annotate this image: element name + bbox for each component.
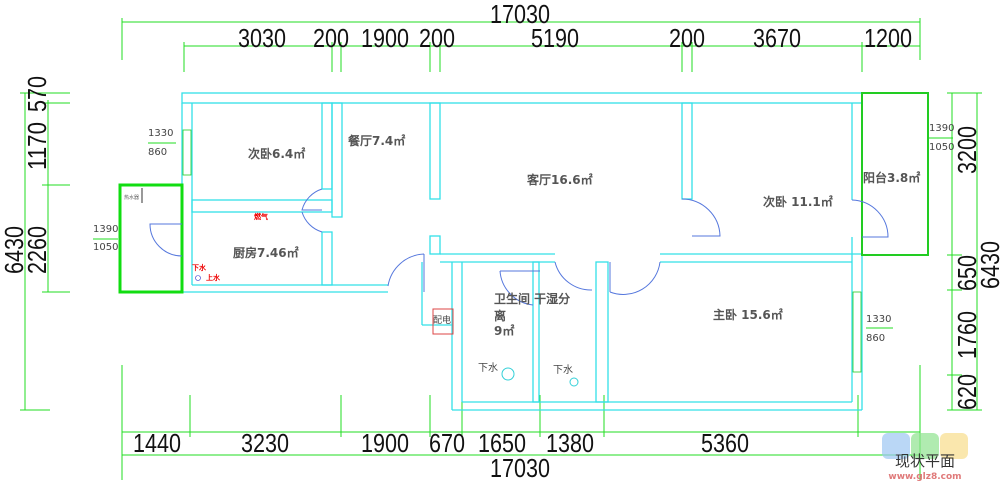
watermark-url: www.glz8.com xyxy=(888,472,961,482)
label: 1390 xyxy=(93,224,118,235)
room-bedroom-small: 次卧6.4㎡ xyxy=(248,146,305,161)
plan-element xyxy=(321,231,333,286)
dim-right: 1760 xyxy=(952,311,982,359)
dim-bottom-total: 17030 xyxy=(490,453,550,483)
label: 1390 xyxy=(929,123,954,134)
plan-element xyxy=(20,92,70,411)
dim-top: 200 xyxy=(313,23,349,53)
room-labels: 次卧6.4㎡ 餐厅7.4㎡ 客厅16.6㎡ 次卧 11.1㎡ 阳台3.8㎡ 厨房… xyxy=(233,133,920,338)
plan-element xyxy=(569,377,579,387)
dim-top-total: 17030 xyxy=(490,0,550,29)
dim-right: 650 xyxy=(952,255,982,291)
dim-right-total: 6430 xyxy=(975,241,1000,289)
plan-element xyxy=(331,102,343,218)
dim-bottom: 1650 xyxy=(478,428,526,458)
label: 1330 xyxy=(148,128,173,139)
dim-top: 3030 xyxy=(238,23,286,53)
dim-left-total: 6430 xyxy=(0,226,29,274)
dim-right: 3200 xyxy=(952,126,982,174)
plan-element xyxy=(554,261,593,291)
dim-left: 570 xyxy=(22,76,52,112)
plan-element xyxy=(429,235,441,255)
dim-top: 1200 xyxy=(864,23,912,53)
dim-bottom: 5360 xyxy=(701,428,749,458)
plan-element xyxy=(195,275,201,281)
label: 1050 xyxy=(93,242,118,253)
dim-top: 1900 xyxy=(361,23,409,53)
dim-top: 200 xyxy=(669,23,705,53)
utility-room xyxy=(118,183,184,294)
electric-label: 配电 xyxy=(433,314,451,326)
plan-element xyxy=(609,261,661,295)
doors[interactable] xyxy=(149,188,889,306)
dim-bottom: 670 xyxy=(429,428,465,458)
drain-label: 下水 xyxy=(478,362,498,374)
dim-bottom: 1440 xyxy=(133,428,181,458)
plan-element xyxy=(501,367,515,381)
plan-element xyxy=(387,253,425,292)
drain-label: 下水 xyxy=(192,263,207,272)
room-bathroom: 9㎡ xyxy=(494,323,514,338)
room-dining: 餐厅7.4㎡ xyxy=(348,133,405,148)
room-bathroom: 卫生间 干湿分 xyxy=(494,291,570,306)
plan-element xyxy=(947,92,982,411)
dim-right: 620 xyxy=(952,374,982,410)
dim-bottom: 3230 xyxy=(241,428,289,458)
plan-element xyxy=(499,270,540,306)
dim-bottom: 1900 xyxy=(361,428,409,458)
watermark-logo: www.glz8.com 现状平面 xyxy=(882,433,968,482)
plan-element xyxy=(301,211,323,233)
plan-element xyxy=(321,102,333,190)
label: 860 xyxy=(148,147,167,158)
watermark-caption: 现状平面 xyxy=(895,452,955,470)
plan-element xyxy=(940,433,968,459)
windows: 1330 860 1390 1050 1390 1050 1330 860 xyxy=(93,123,954,373)
plan-element xyxy=(681,198,721,237)
label: 860 xyxy=(866,333,885,344)
plan-element xyxy=(595,261,609,403)
room-bedroom-second: 次卧 11.1㎡ xyxy=(763,194,833,209)
annotations: 燃气 下水 上水 热水器 配电 下水 下水 xyxy=(124,188,579,387)
plan-element xyxy=(183,42,863,72)
electric-box xyxy=(432,308,454,335)
plan-element xyxy=(852,291,862,373)
room-kitchen: 厨房7.46㎡ xyxy=(233,245,299,260)
dim-bottom: 1380 xyxy=(546,428,594,458)
plan-element xyxy=(181,92,863,104)
plan-element xyxy=(851,199,889,238)
gas-label: 燃气 xyxy=(253,212,268,221)
balcony-outline xyxy=(861,92,929,256)
dim-top: 3670 xyxy=(753,23,801,53)
plan-element xyxy=(182,129,192,176)
room-bathroom: 离 xyxy=(494,308,506,323)
plan-element xyxy=(911,433,939,459)
room-living: 客厅16.6㎡ xyxy=(526,172,593,187)
water-in-label: 上水 xyxy=(206,273,221,282)
dimension-lines xyxy=(20,18,982,480)
plan-element xyxy=(149,223,183,257)
plan-element xyxy=(429,102,441,200)
plan-element xyxy=(301,188,323,211)
label: 1050 xyxy=(929,142,954,153)
plan-element xyxy=(681,102,693,200)
plan-element xyxy=(882,433,910,459)
dim-top: 5190 xyxy=(531,23,579,53)
label: 1330 xyxy=(866,314,891,325)
dim-left: 1170 xyxy=(22,122,52,170)
dim-top: 200 xyxy=(419,23,455,53)
plan-element xyxy=(532,261,540,403)
room-master-bedroom: 主卧 15.6㎡ xyxy=(713,307,783,322)
room-balcony: 阳台3.8㎡ xyxy=(863,170,920,185)
dim-left: 2260 xyxy=(22,226,52,274)
water-heater-label: 热水器 xyxy=(124,194,139,201)
drain-label: 下水 xyxy=(553,364,573,376)
